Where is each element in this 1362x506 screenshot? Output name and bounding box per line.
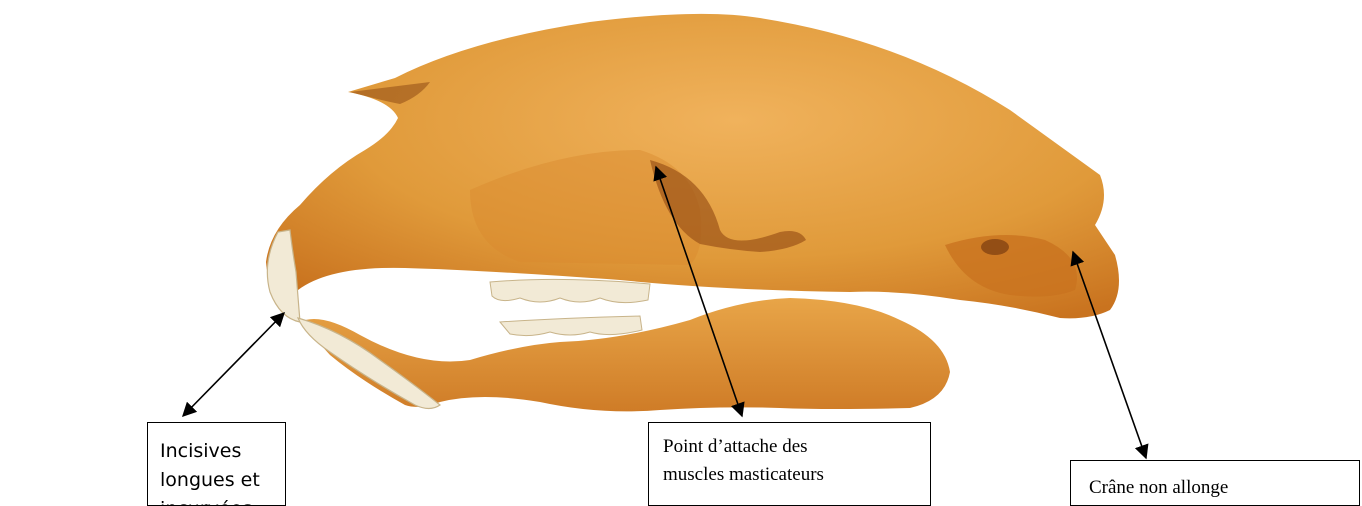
label-incisives-line1: Incisives longues et <box>160 437 285 495</box>
label-muscles-line1: Point d’attache des <box>663 433 930 461</box>
upper-molars <box>490 279 650 302</box>
lower-molars <box>500 316 642 336</box>
label-muscles-line2: muscles masticateurs <box>663 461 930 489</box>
label-crane-line1: Crâne non allonge <box>1089 475 1359 501</box>
label-box-crane: Crâne non allonge <box>1070 460 1360 506</box>
label-box-muscles: Point d’attache des muscles masticateurs <box>648 422 931 506</box>
label-incisives-line2: incurvées <box>160 495 285 506</box>
ear-opening <box>981 239 1009 255</box>
label-box-incisives: Incisives longues et incurvées <box>147 422 286 506</box>
arrow-incisives <box>183 313 284 416</box>
